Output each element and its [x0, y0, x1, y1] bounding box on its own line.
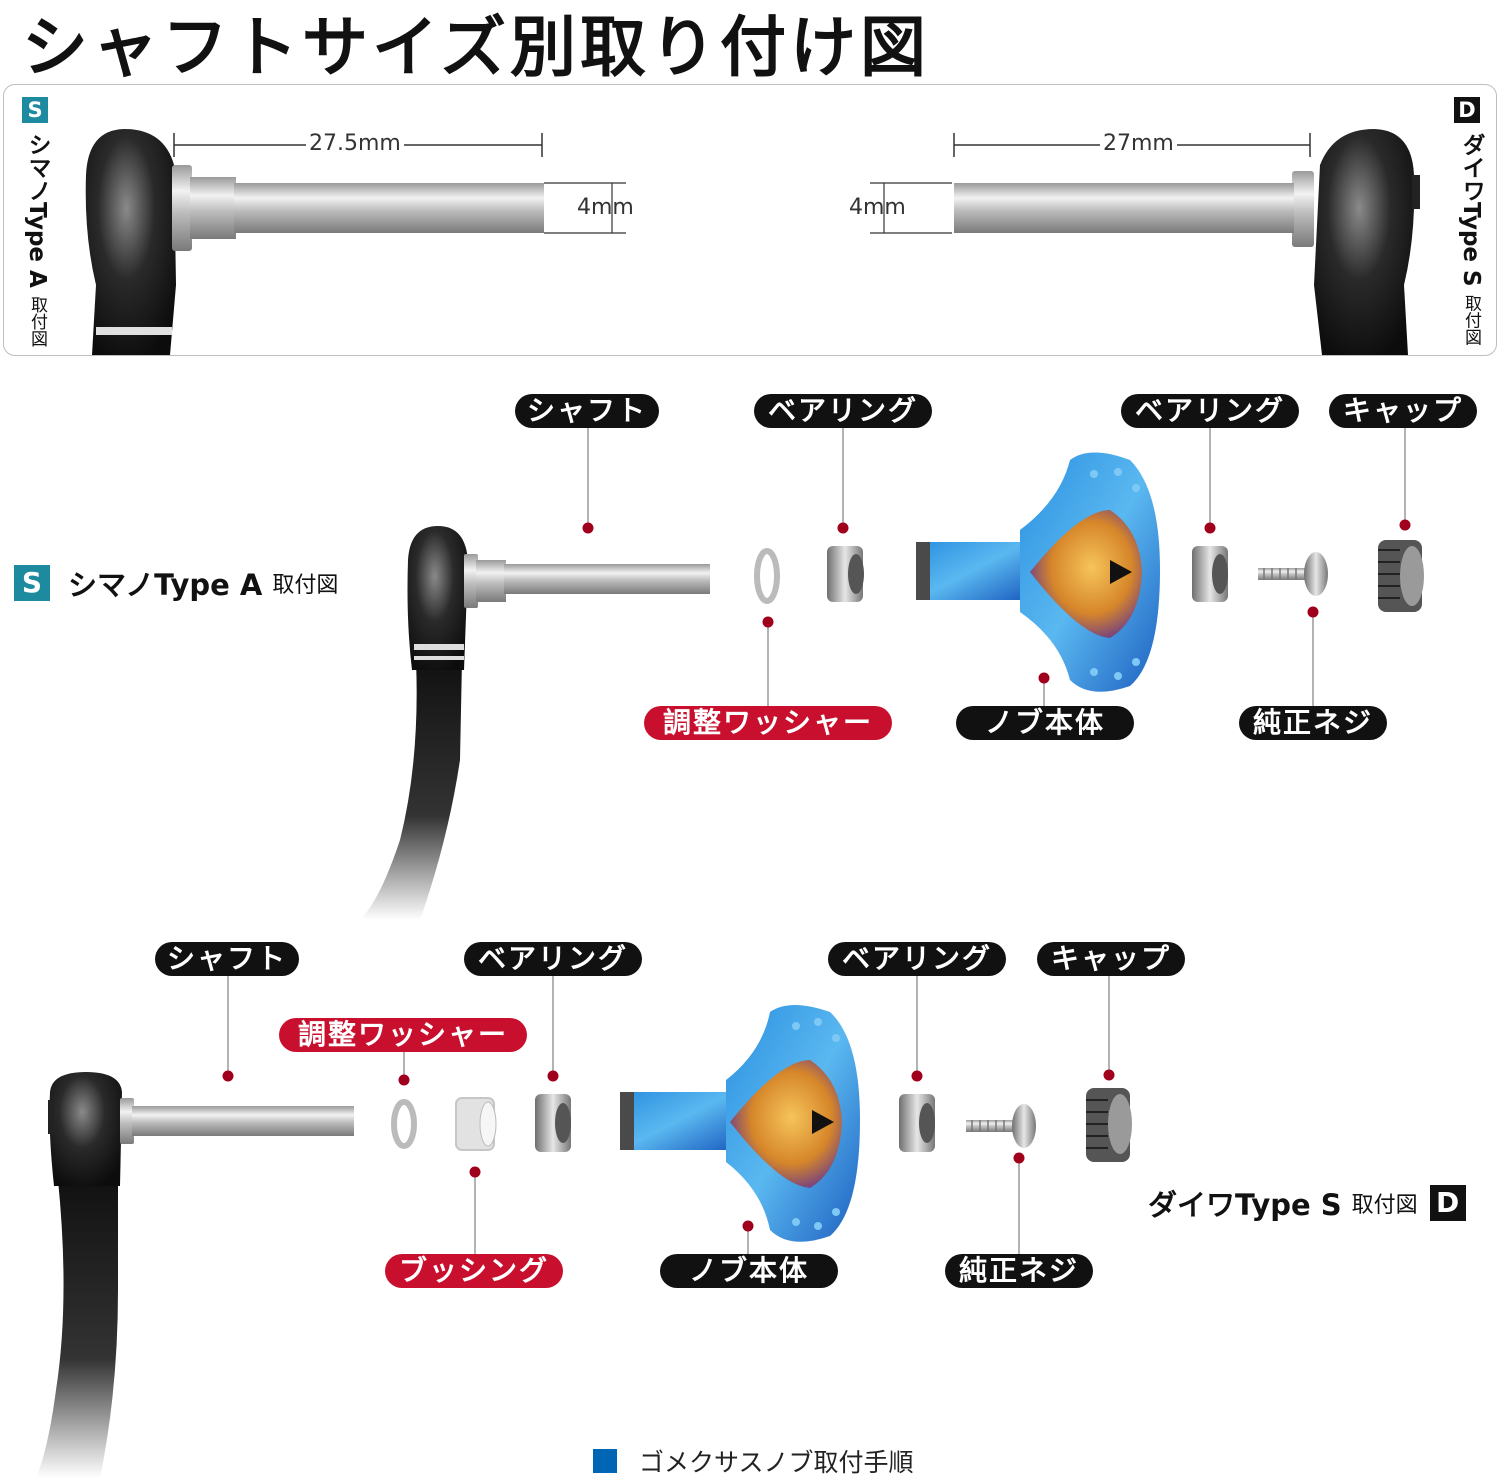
leader-dot [1399, 519, 1411, 531]
shimano-label-screw: 純正ネジ [1239, 706, 1387, 740]
daiwa-handle-arm [36, 1180, 118, 1478]
shimano-knob-stem [916, 542, 1026, 600]
daiwa-badge: D [1429, 1185, 1466, 1221]
leader-dot [469, 1166, 481, 1178]
shimano-shaft [504, 564, 710, 594]
shimano-exploded-diagram [360, 428, 1424, 920]
shimano-label-washer: 調整ワッシャー [644, 706, 892, 740]
leader-dot [1204, 522, 1216, 534]
shimano-length-value: 27.5mm [306, 131, 404, 156]
daiwa-vertical-label: ダイワType S 取付図 [1458, 133, 1484, 346]
shimano-shaft [234, 183, 544, 233]
daiwa-label-knob-body: ノブ本体 [660, 1254, 838, 1288]
daiwa-screw [966, 1120, 1016, 1132]
leader-dot [837, 522, 849, 534]
daiwa-handle-head [1314, 129, 1415, 355]
shimano-handle-head [85, 129, 176, 355]
page-title: シャフトサイズ別取り付け図 [22, 9, 931, 86]
shimano-badge: S [22, 97, 48, 123]
shimano-shaft-collar [172, 165, 192, 251]
daiwa-label-bushing: ブッシング [385, 1254, 563, 1288]
daiwa-badge: D [1454, 97, 1480, 123]
shimano-vertical-label: シマノType A 取付図 [24, 133, 50, 347]
shimano-shaft-base [190, 177, 236, 239]
daiwa-shaft [132, 1106, 354, 1136]
shimano-handle-head [407, 526, 468, 670]
shimano-washer [754, 548, 780, 604]
shimano-handle-arm [360, 660, 462, 920]
leader-dot [398, 1074, 410, 1086]
footer-square-icon [593, 1449, 617, 1473]
daiwa-label-shaft: シャフト [155, 942, 299, 976]
shimano-badge: S [14, 565, 50, 601]
footer-caption: ゴメクサスノブ取付手順 [593, 1443, 914, 1479]
leader-dot [1013, 1152, 1025, 1164]
leader-dot [1307, 606, 1319, 618]
shimano-screw [1258, 568, 1310, 580]
leader-dot [547, 1070, 559, 1082]
leader-dot [762, 616, 774, 628]
shimano-label-knob-body: ノブ本体 [956, 706, 1134, 740]
daiwa-label-bearing-1: ベアリング [464, 942, 642, 976]
leader-dot [911, 1070, 923, 1082]
daiwa-knob-stem [620, 1092, 734, 1150]
daiwa-label-washer: 調整ワッシャー [279, 1018, 527, 1052]
leader-dot [742, 1220, 754, 1232]
daiwa-label-screw: 純正ネジ [945, 1254, 1093, 1288]
daiwa-length-value: 27mm [1100, 131, 1177, 156]
shimano-label-bearing-2: ベアリング [1121, 394, 1299, 428]
leader-dot [222, 1070, 234, 1082]
shimano-label-shaft: シャフト [515, 394, 659, 428]
shimano-label-bearing-1: ベアリング [754, 394, 932, 428]
shimano-handle-ring [96, 327, 172, 335]
daiwa-handle-head [49, 1072, 122, 1186]
dimension-panel: 27.5mm 4mm 27mm 4mm S シマノType A 取付図 D ダイ… [3, 84, 1497, 356]
leader-dot [582, 522, 594, 534]
dimension-illustration [85, 129, 1420, 355]
leader-dot [1103, 1069, 1115, 1081]
daiwa-washer [391, 1099, 417, 1149]
shimano-diameter-value: 4mm [577, 195, 634, 220]
daiwa-diameter-value: 4mm [849, 195, 906, 220]
daiwa-label-cap: キャップ [1037, 942, 1185, 976]
daiwa-shaft [954, 183, 1294, 233]
shimano-label-cap: キャップ [1329, 394, 1477, 428]
daiwa-shaft-collar [1292, 171, 1314, 247]
daiwa-label-bearing-2: ベアリング [828, 942, 1006, 976]
leader-dot [1038, 672, 1050, 684]
daiwa-exploded-diagram [36, 976, 1132, 1478]
